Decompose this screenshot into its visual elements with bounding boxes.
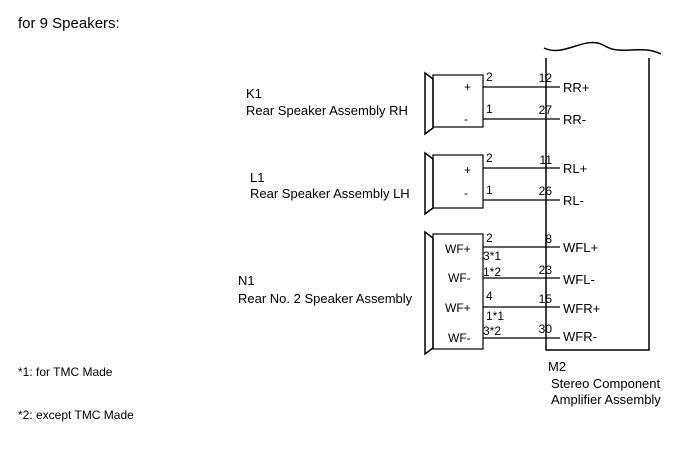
n1-terminal-wf-minus-2: WF-	[448, 331, 471, 345]
k1-terminal-minus: -	[464, 112, 468, 126]
speaker-l1-symbol	[424, 151, 484, 216]
pin-m2-23: 23	[539, 263, 553, 277]
pin-n1-wfl-plus: 2	[486, 231, 493, 245]
pin-m2-26: 26	[539, 184, 553, 198]
signal-wfr-minus: WFR-	[563, 329, 597, 344]
pin-n1-wfr-plus: 4	[486, 289, 493, 303]
signal-rl-minus: RL-	[563, 193, 584, 208]
pin-m2-30: 30	[539, 322, 553, 336]
n1-terminal-wf-plus-2: WF+	[445, 301, 471, 315]
signal-wfl-minus: WFL-	[563, 272, 595, 287]
n1-code: N1	[238, 273, 255, 288]
footnote-2: *2: except TMC Made	[18, 408, 134, 422]
speaker-n1-symbol	[424, 230, 484, 356]
speaker-k1-symbol	[424, 71, 484, 136]
diagram-heading: for 9 Speakers:	[18, 15, 120, 32]
pin-m2-27: 27	[539, 103, 553, 117]
l1-code: L1	[250, 170, 264, 185]
signal-rr-plus: RR+	[563, 80, 589, 95]
m2-code: M2	[548, 359, 566, 374]
pin-m2-11: 11	[540, 153, 553, 167]
pin-m2-8: 8	[545, 232, 552, 246]
m2-name-line1: Stereo Component	[551, 376, 661, 391]
footnote-1: *1: for TMC Made	[18, 365, 113, 379]
pin-l1-minus: 1	[486, 183, 493, 197]
k1-terminal-plus: +	[464, 80, 471, 94]
pin-k1-plus: 2	[486, 70, 493, 84]
n1-terminal-wf-plus-1: WF+	[445, 242, 471, 256]
pin-m2-15: 15	[539, 292, 553, 306]
n1-name: Rear No. 2 Speaker Assembly	[238, 291, 413, 306]
signal-wfl-plus: WFL+	[563, 240, 598, 255]
pin-n1-wfr-plus-alt: 1*1	[486, 309, 504, 323]
signal-rl-plus: RL+	[563, 161, 587, 176]
pin-n1-wfl-plus-alt: 3*1	[483, 249, 501, 263]
l1-name: Rear Speaker Assembly LH	[250, 186, 410, 201]
l1-terminal-plus: +	[464, 163, 471, 177]
m2-name-line2: Amplifier Assembly	[551, 392, 661, 407]
k1-name: Rear Speaker Assembly RH	[246, 103, 408, 118]
pin-k1-minus: 1	[486, 102, 493, 116]
amplifier-box	[543, 41, 662, 351]
signal-rr-minus: RR-	[563, 112, 586, 127]
k1-code: K1	[246, 86, 262, 101]
pin-n1-wfl-minus: 1*2	[483, 265, 501, 279]
n1-terminal-wf-minus-1: WF-	[448, 271, 471, 285]
l1-terminal-minus: -	[464, 186, 468, 200]
pin-n1-wfr-minus: 3*2	[483, 324, 501, 338]
signal-wfr-plus: WFR+	[563, 301, 600, 316]
pin-m2-12: 12	[539, 71, 553, 85]
pin-l1-plus: 2	[486, 151, 493, 165]
wires	[483, 86, 560, 339]
